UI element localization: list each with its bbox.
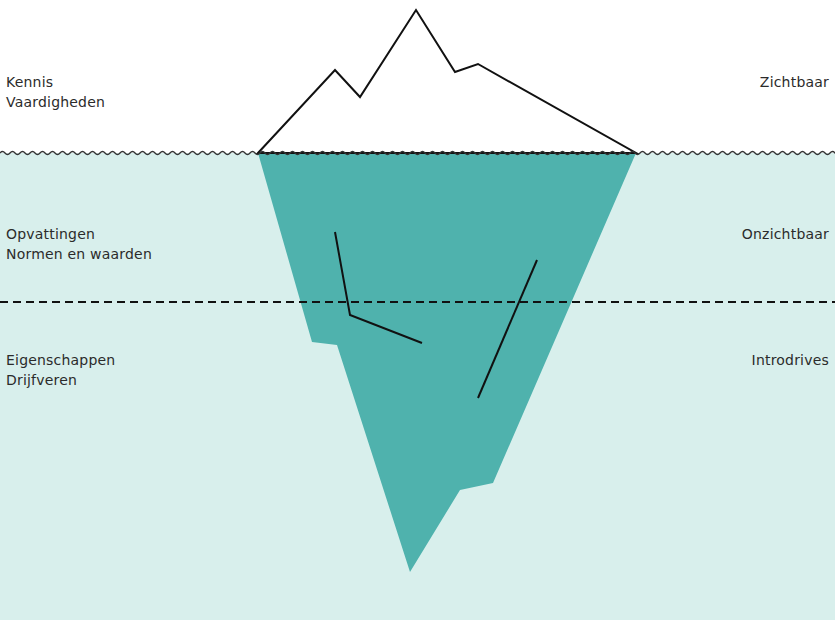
- level-label: Zichtbaar: [760, 72, 829, 92]
- iceberg-underwater: [258, 153, 636, 572]
- level-label: Introdrives: [752, 350, 829, 370]
- level-label: Kennis: [6, 72, 53, 92]
- level-label: Normen en waarden: [6, 244, 152, 264]
- water-ground: [0, 153, 835, 620]
- iceberg-tip: [258, 10, 636, 153]
- level-label: Onzichtbaar: [742, 224, 829, 244]
- level-label: Eigenschappen: [6, 350, 115, 370]
- level-label: Opvattingen: [6, 224, 95, 244]
- level-label: Drijfveren: [6, 370, 77, 390]
- dashed-divider: [0, 301, 835, 303]
- level-label: Vaardigheden: [6, 92, 105, 112]
- crack-line: [478, 260, 537, 398]
- water-surface: [0, 152, 835, 155]
- crack-line: [335, 232, 422, 343]
